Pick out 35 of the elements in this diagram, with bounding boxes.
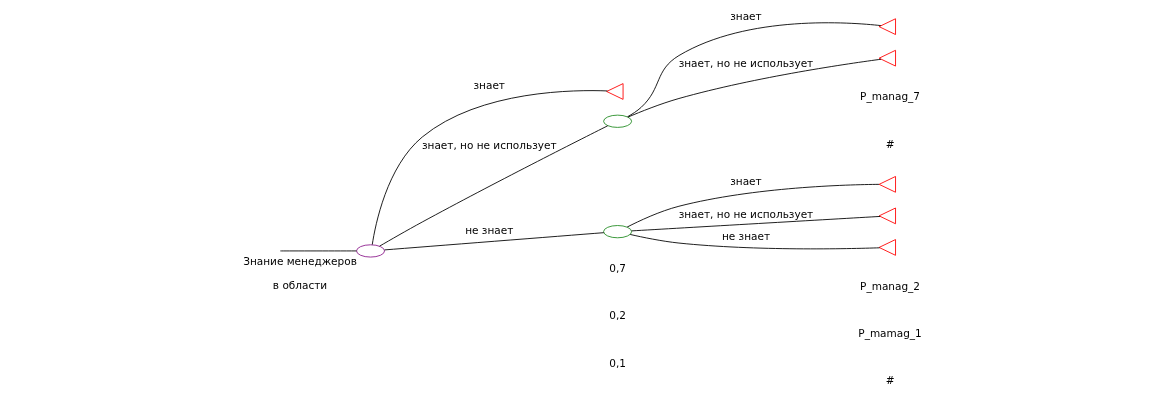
edge-label: знает, но не использует: [421, 138, 557, 151]
connector: [626, 183, 880, 228]
label: P_manag_7: [860, 90, 921, 103]
node-triangle: [878, 207, 896, 225]
node-ellipse: [603, 225, 633, 239]
connector: [627, 58, 882, 118]
node-label: Знание менеджеров: [243, 255, 357, 268]
edge-label: знает: [730, 174, 762, 187]
label: #: [885, 137, 895, 150]
label: #: [885, 374, 895, 387]
node-ellipse: [603, 114, 633, 128]
node-triangle: [878, 239, 896, 256]
edge-label: знает: [473, 79, 505, 92]
label: 0,1: [609, 356, 626, 369]
label: 0,2: [609, 309, 626, 322]
edge-label: не знает: [721, 230, 771, 243]
node-ellipse: [356, 244, 385, 258]
edge-label: знает: [730, 10, 762, 23]
node-triangle: [606, 83, 624, 100]
connector: [379, 125, 609, 247]
node-label: в области: [272, 279, 328, 292]
connector: [631, 216, 881, 232]
edge-label: знает, но не использует: [678, 208, 814, 221]
node-triangle: [878, 176, 896, 193]
connector: [629, 234, 880, 250]
node-triangle: [878, 18, 896, 35]
connector: [384, 232, 605, 251]
connector: [627, 22, 882, 118]
label: 0,7: [609, 262, 626, 275]
edge-label: не знает: [465, 223, 514, 236]
edge-label: знает, но не использует: [678, 57, 814, 70]
label: P_manag_2: [860, 279, 921, 292]
label: P_mamag_1: [858, 326, 922, 339]
node-triangle: [878, 49, 896, 67]
connector: [371, 90, 608, 246]
